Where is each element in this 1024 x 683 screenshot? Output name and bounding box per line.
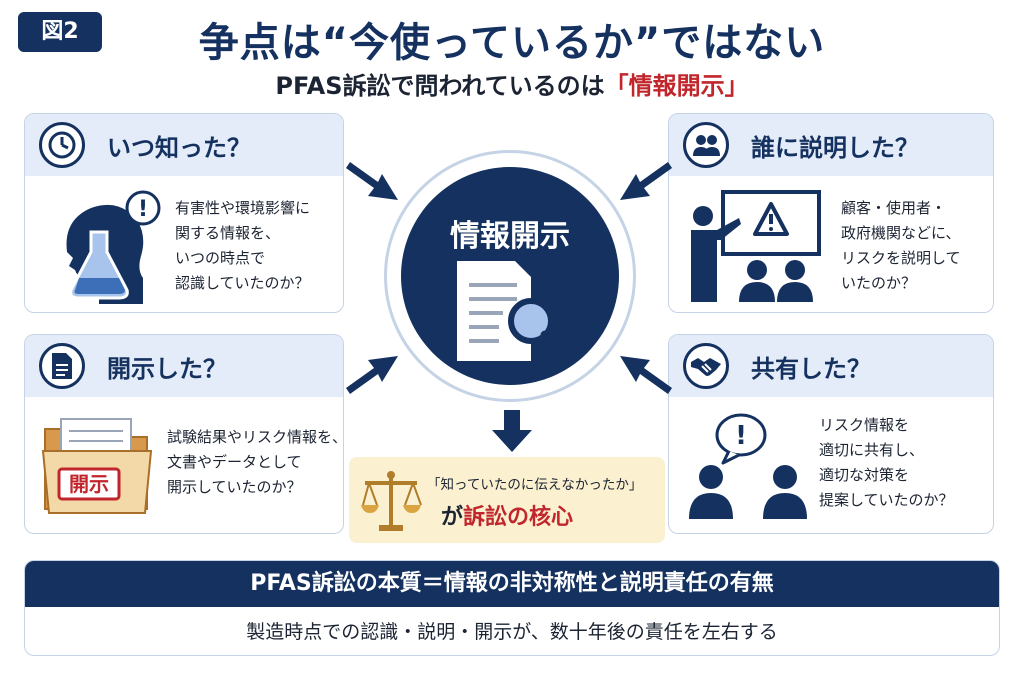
card-line: 開示していたのか？ — [167, 478, 302, 496]
core-statement: が訴訟の核心 — [441, 499, 573, 531]
arrow-icon — [620, 162, 672, 200]
summary-box: PFAS訴訟の本質＝情報の非対称性と説明責任の有無 製造時点での認識・説明・開示… — [24, 560, 1000, 656]
clock-icon — [39, 122, 85, 168]
card-shared: 共有した？ ! リスク情報を 適切に共有し、 適切な対策を 提案していたのか？ — [668, 334, 994, 534]
card-header: 誰に説明した？ — [669, 114, 993, 176]
card-line: 提案していたのか？ — [819, 491, 954, 509]
card-title: いつ知った？ — [107, 133, 251, 162]
core-quote: 「知っていたのに伝えなかったか」 — [427, 477, 643, 493]
center-inner: 情報開示 — [401, 167, 619, 385]
card-line: いつの時点で — [175, 249, 266, 267]
card-title: 誰に説明した？ — [751, 133, 919, 162]
center-circle: 情報開示 — [384, 150, 636, 402]
arrow-down-icon — [492, 410, 532, 452]
card-line: リスク情報を — [819, 416, 910, 434]
card-line: 認識していたのか？ — [175, 274, 310, 292]
card-line: 関する情報を、 — [175, 224, 281, 242]
center-label: 情報開示 — [450, 219, 570, 254]
card-line: 試験結果やリスク情報を、 — [167, 428, 344, 446]
people-icon — [683, 122, 729, 168]
core-highlight: 訴訟の核心 — [463, 505, 574, 530]
figure-badge: 図2 — [18, 12, 102, 52]
folder-stamp-label: 開示 — [69, 472, 109, 496]
card-line: 政府機関などに、 — [841, 224, 961, 242]
card-line: 適切な対策を — [819, 466, 910, 484]
subtitle-main: PFAS訴訟で問われているのは — [275, 72, 605, 100]
card-line: 有害性や環境影響に — [175, 199, 311, 217]
folder-icon: 開示 — [39, 409, 157, 517]
card-when-known: いつ知った？ ! 有害性や環境影響に 関する情報を、 いつの時点で 認識していた… — [24, 113, 344, 313]
arrow-icon — [620, 356, 672, 394]
head-flask-icon: ! — [66, 190, 161, 304]
card-header: いつ知った？ — [25, 114, 343, 176]
handshake-icon — [683, 343, 729, 389]
summary-subline: 製造時点での認識・説明・開示が、数十年後の責任を左右する — [246, 621, 778, 643]
discussion-icon: ! — [689, 413, 807, 519]
scales-icon — [361, 471, 422, 531]
core-prefix: が — [441, 505, 464, 530]
card-line: 顧客・使用者・ — [841, 199, 947, 217]
svg-text:!: ! — [735, 421, 747, 451]
card-line: 適切に共有し、 — [819, 441, 925, 459]
card-disclosed: 開示した？ 開示 試験結果やリスク情報を、 文書やデータとして 開示していたのか… — [24, 334, 344, 534]
card-line: リスクを説明して — [841, 249, 961, 267]
arrow-icon — [346, 162, 398, 200]
subtitle-highlight: 「情報開示」 — [604, 72, 749, 100]
card-title: 共有した？ — [751, 354, 871, 383]
card-explained: 誰に説明した？ 顧客・使用者・ 政府機関などに、 リスクを説明して いたのか？ — [668, 113, 994, 313]
card-header: 開示した？ — [25, 335, 343, 397]
card-header: 共有した？ — [669, 335, 993, 397]
card-line: 文書やデータとして — [167, 453, 302, 471]
presentation-icon — [691, 190, 821, 302]
page-subtitle: PFAS訴訟で問われているのは「情報開示」 — [0, 66, 1024, 101]
page-title: 争点は“今使っているか”ではない — [198, 20, 826, 66]
document-magnifier-icon — [457, 261, 570, 361]
card-line: いたのか？ — [841, 274, 917, 292]
core-box: 「知っていたのに伝えなかったか」 が訴訟の核心 — [349, 457, 665, 543]
svg-text:!: ! — [138, 197, 148, 222]
arrow-icon — [346, 356, 398, 394]
summary-headline: PFAS訴訟の本質＝情報の非対称性と説明責任の有無 — [25, 561, 999, 607]
document-icon — [39, 343, 85, 389]
card-title: 開示した？ — [107, 354, 227, 383]
